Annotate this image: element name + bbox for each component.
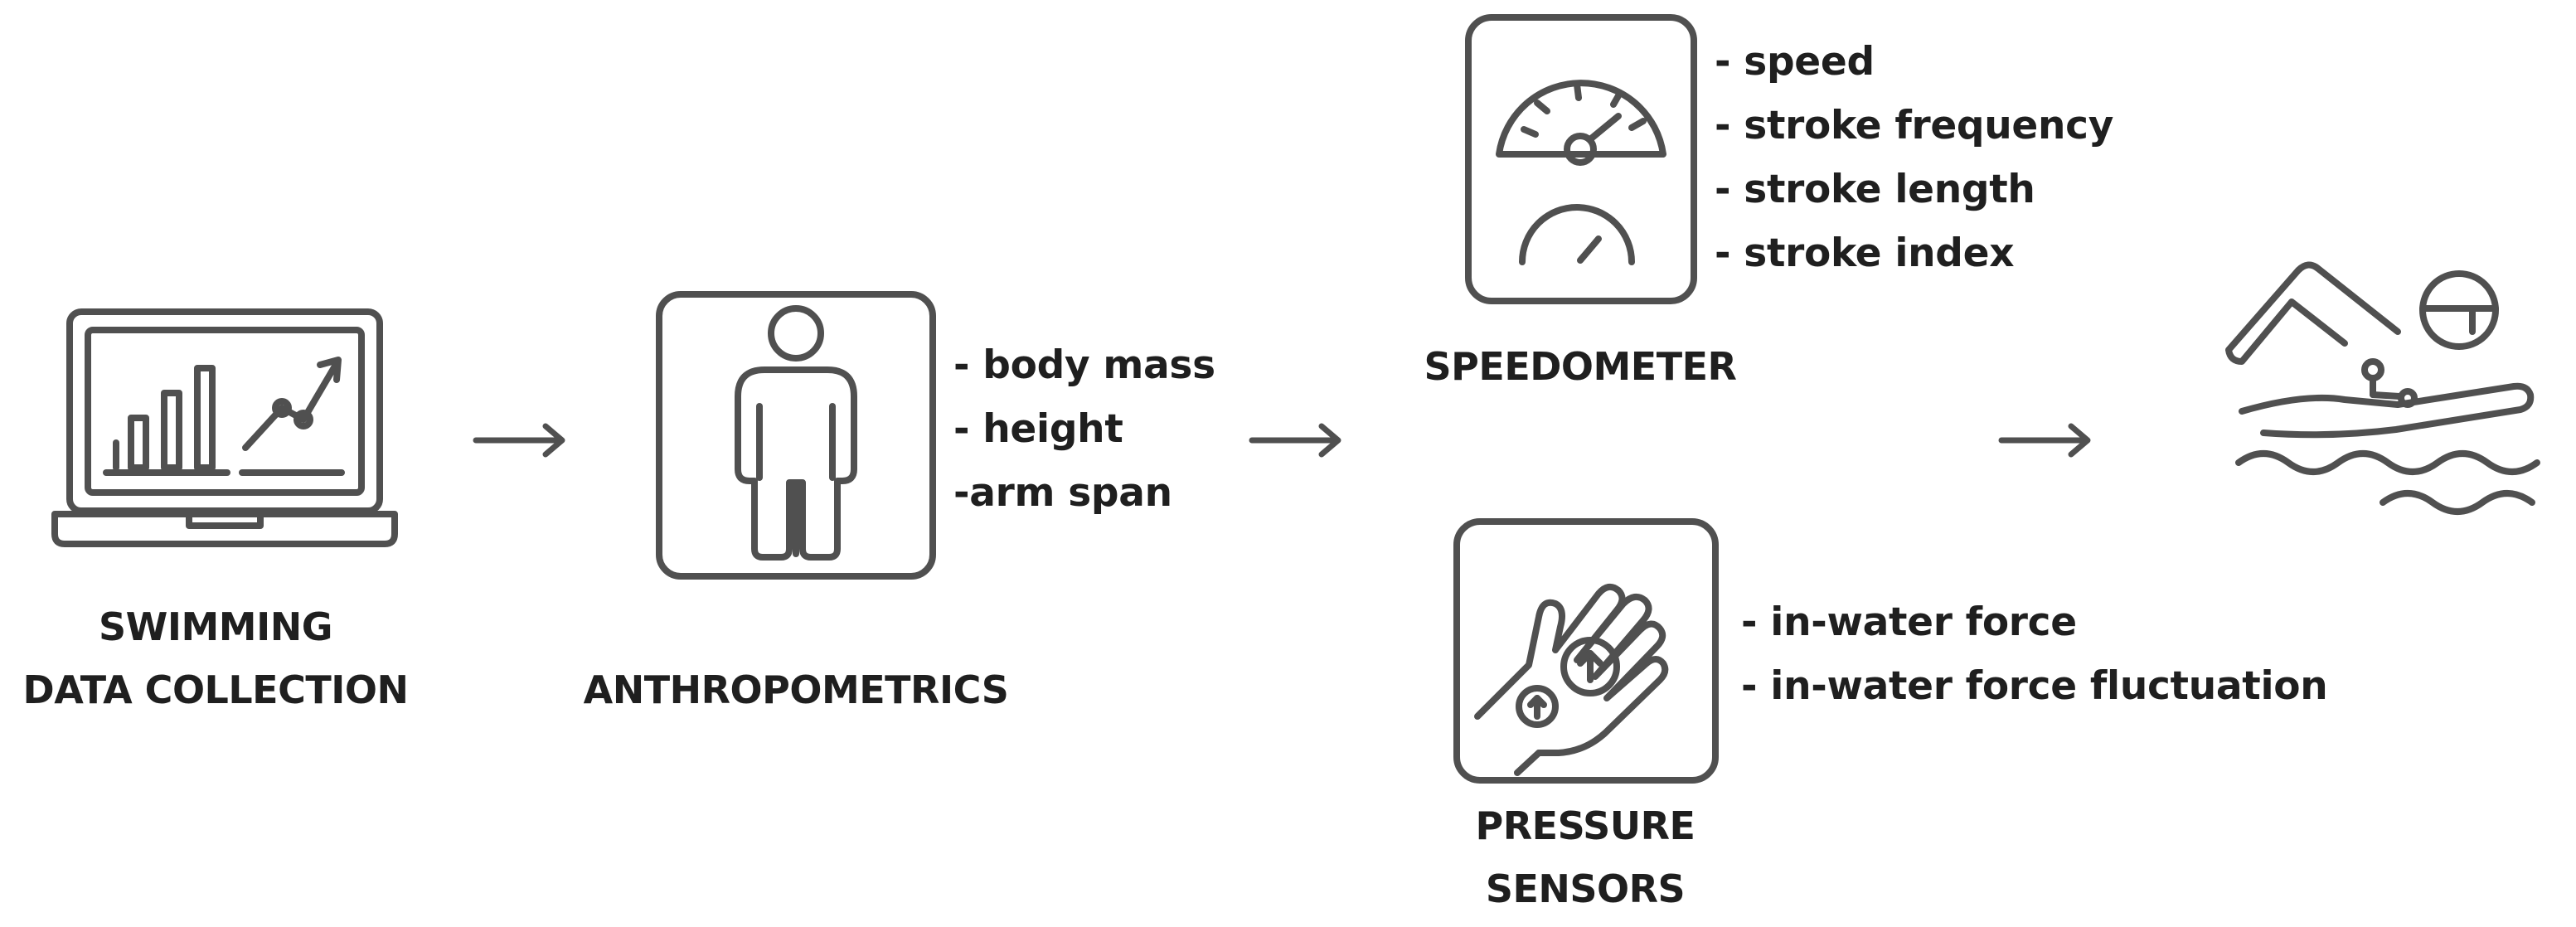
list-item: - in-water force fluctuation	[1741, 663, 2328, 709]
pressure-sensors-label: PRESSURE SENSORS	[1378, 794, 1793, 920]
data-collection-label-line1: SWIMMING	[99, 604, 332, 649]
list-item: - height	[953, 406, 1123, 452]
arrow-right-icon	[473, 423, 565, 458]
anthropometrics-label: ANTHROPOMETRICS	[583, 667, 1009, 712]
person-icon	[656, 291, 936, 580]
laptop-chart-icon	[51, 308, 398, 547]
list-item: -arm span	[953, 470, 1172, 516]
list-item: - stroke length	[1715, 167, 2035, 212]
swimmer-icon	[2225, 261, 2540, 515]
pressure-sensors-list: - in-water force - in-water force fluctu…	[1741, 590, 2328, 718]
pressure-sensors-label-line2: SENSORS	[1485, 866, 1686, 911]
speedometer-label: SPEEDOMETER	[1424, 344, 1737, 389]
hand-sensor-icon	[1453, 518, 1719, 784]
data-collection-label: SWIMMING DATA COLLECTION	[8, 595, 423, 721]
list-item: - in-water force	[1741, 599, 2077, 645]
speedometer-list: - speed - stroke frequency - stroke leng…	[1715, 30, 2113, 285]
speedometer-icon	[1465, 14, 1697, 304]
arrow-right-icon	[1998, 423, 2091, 458]
pressure-sensors-label-line1: PRESSURE	[1475, 803, 1696, 848]
list-item: - stroke index	[1715, 231, 2015, 276]
arrow-right-icon	[1249, 423, 1341, 458]
list-item: - body mass	[953, 342, 1215, 388]
list-item: - stroke frequency	[1715, 103, 2114, 148]
data-collection-label-line2: DATA COLLECTION	[22, 667, 409, 712]
anthropometrics-list: - body mass - height -arm span	[953, 333, 1215, 525]
list-item: - speed	[1715, 39, 1875, 85]
